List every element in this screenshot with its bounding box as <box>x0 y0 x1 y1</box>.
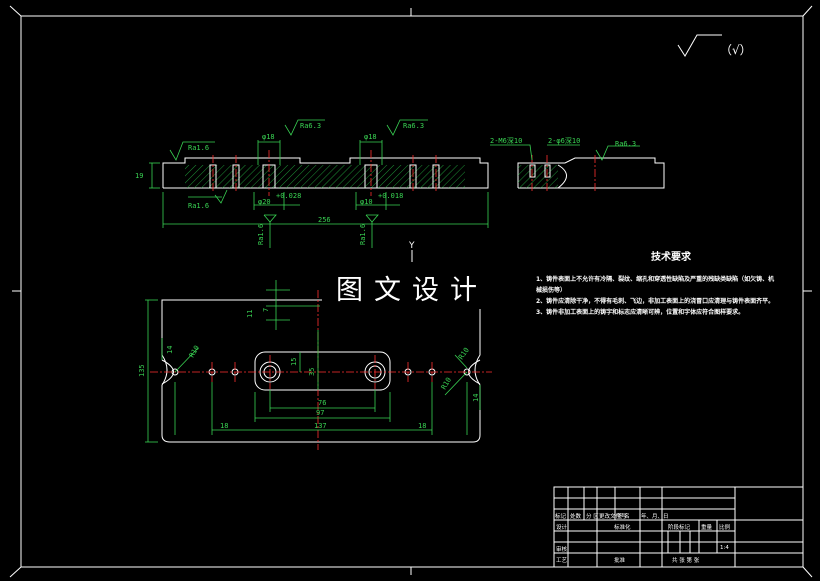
tb-sheets: 共 张 第 张 <box>672 556 700 564</box>
ra-a-label: Ra6.3 <box>300 122 321 130</box>
title-block <box>553 486 804 568</box>
tech-requirements: 技术要求 1、铸件表面上不允许有冷隔、裂纹、缩孔和穿透性缺陷及严重的残缺类缺陷（… <box>536 248 776 318</box>
d14-left: 14 <box>166 346 174 354</box>
tb-design: 设计 <box>556 523 568 531</box>
roughness-note: （√） <box>720 43 752 57</box>
side-view <box>490 144 665 192</box>
tech-requirement-1: 1、铸件表面上不允许有冷隔、裂纹、缩孔和穿透性缺陷及严重的残缺类缺陷（如欠铸、机… <box>536 276 775 294</box>
bore-b-label: φ10 <box>360 198 373 206</box>
dim-11: 11 <box>246 310 254 318</box>
ra-b-label: Ra6.3 <box>403 122 424 130</box>
length-label: 256 <box>318 216 331 224</box>
dim-135: 135 <box>138 364 146 377</box>
dim-76: 76 <box>318 399 326 407</box>
tb-scale: 比例 <box>719 523 731 531</box>
tb-col-sign: 签 名 <box>617 512 630 520</box>
tb-col-changefile: 更改文件号 <box>599 512 627 520</box>
bore-a-tol: +0.028 <box>276 192 301 200</box>
tb-approve: 批准 <box>614 556 626 564</box>
ra-left-bottom: Ra1.6 <box>188 202 209 210</box>
thread-a-label: 2-M6深10 <box>490 136 522 145</box>
dim-18-left: 18 <box>220 422 228 430</box>
r10-left: R10 <box>188 344 201 359</box>
tb-col-zone: 分 区 <box>586 512 599 520</box>
r10-r2: R10 <box>457 346 471 361</box>
bore-b-tol: +0.018 <box>378 192 403 200</box>
axis-y-label: Y <box>408 241 415 251</box>
tech-requirements-title: 技术要求 <box>651 252 691 263</box>
tb-stage-mark: 阶段标记 <box>668 523 691 531</box>
watermark-text: 图文设计 <box>322 273 502 309</box>
tb-col-count: 处数 <box>570 512 582 520</box>
side-ra-label: Ra6.3 <box>615 140 636 148</box>
thread-b-label: 2-φ6深10 <box>548 136 580 145</box>
dim-7: 7 <box>262 308 270 312</box>
dia-a-label: φ18 <box>262 133 275 141</box>
dim-35: 35 <box>308 368 316 376</box>
ra-left-top: Ra1.6 <box>188 144 209 152</box>
tb-review: 审核 <box>556 545 568 553</box>
tb-process: 工艺 <box>556 557 568 564</box>
height-label: 19 <box>135 172 143 180</box>
ra-vert-b: Ra1.6 <box>359 224 367 245</box>
bore-a-label: φ20 <box>258 198 271 206</box>
ra-vert-a: Ra1.6 <box>257 224 265 245</box>
tb-col-date: 年、月、日 <box>641 512 669 520</box>
d14-right: 14 <box>472 394 480 402</box>
tb-weight: 重量 <box>701 523 713 531</box>
dim-15: 15 <box>290 358 298 366</box>
tb-standard: 标准化 <box>614 523 631 531</box>
dim-18-right: 18 <box>418 422 426 430</box>
drawing-frame <box>9 5 813 578</box>
plan-view <box>145 250 492 450</box>
section-view <box>149 119 489 248</box>
tb-scale-value: 1:4 <box>720 545 729 551</box>
tech-requirement-2: 2、铸件应清除干净，不得有毛刺、飞边，非加工表面上的浇冒口应清理与铸件表面齐平。 <box>536 298 775 305</box>
dim-97: 97 <box>316 409 324 417</box>
dim-137: 137 <box>314 422 327 430</box>
roughness-symbol <box>677 34 722 57</box>
tech-requirement-3: 3、铸件非加工表面上的铸字和标志应清晰可辨，位置和字体应符合图样要求。 <box>536 309 745 316</box>
dia-b-label: φ18 <box>364 133 377 141</box>
tb-col-mark: 标记 <box>555 512 567 520</box>
